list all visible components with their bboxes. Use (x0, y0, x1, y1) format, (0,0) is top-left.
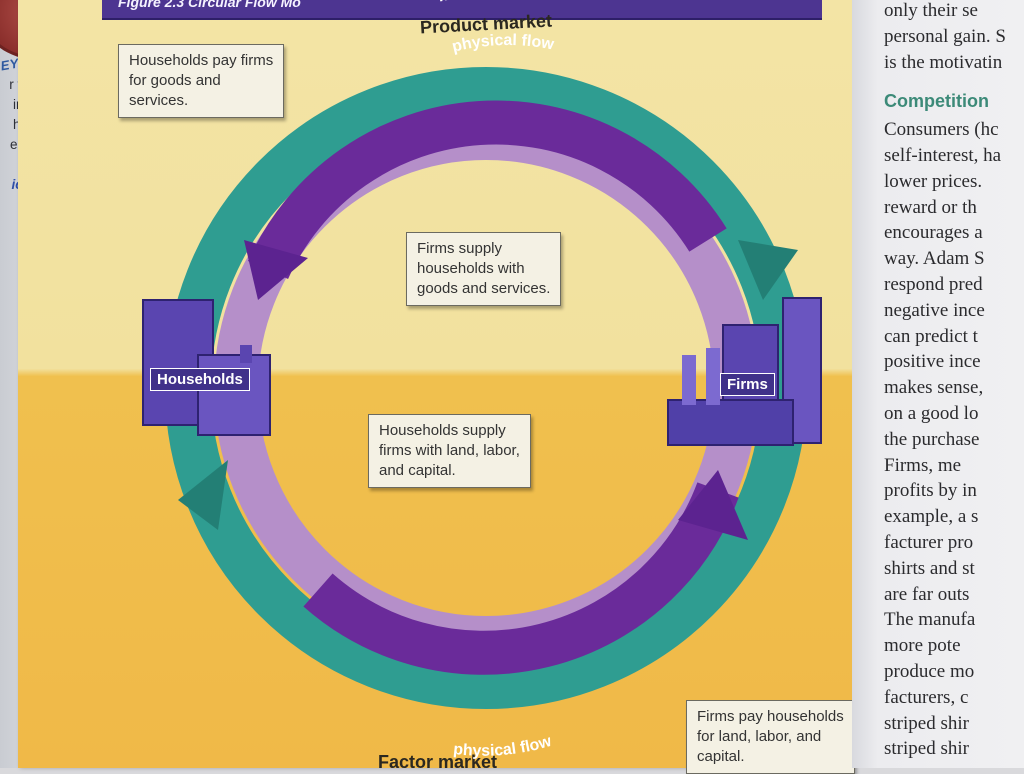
physical-flow-bottom-arc (303, 482, 739, 675)
callout-households-supply: Households supply firms with land, labor… (368, 414, 531, 488)
body-text: only their se personal gain. S is the mo… (884, 0, 1006, 762)
text-line: example, a s (884, 506, 979, 528)
callout-firms-pay: Firms pay households for land, labor, an… (686, 700, 855, 774)
text-line: self-interest, ha (884, 144, 1002, 166)
text-line: way. Adam S (884, 248, 985, 270)
flow-label-top-physical: physical flow (450, 32, 555, 56)
text-line: is the motivatin (884, 51, 1003, 73)
callout-line: Households pay firms (129, 52, 274, 69)
physical-flow-top-arc (247, 100, 727, 280)
factor-market-label: Factor market (378, 752, 498, 772)
firms-factory-icon (667, 297, 822, 446)
flow-label-top-monetary: monetary flow (437, 0, 550, 6)
text-line: are far outs (884, 583, 970, 605)
text-line: encourages a (884, 222, 983, 244)
text-line: makes sense, (884, 377, 984, 399)
text-line: striped shir (884, 712, 969, 734)
figure-header-bar (102, 0, 822, 20)
arrowhead-physical-top (244, 240, 308, 300)
callout-line: Firms pay households (697, 708, 844, 725)
text-line: shirts and st (884, 557, 975, 579)
arrowhead-physical-bottom (678, 470, 748, 540)
callout-line: for goods and (129, 72, 221, 89)
text-line: positive ince (884, 351, 981, 373)
callout-line: for land, labor, and (697, 728, 822, 745)
text-line: facturers, c (884, 686, 969, 708)
text-line: personal gain. S (884, 25, 1006, 47)
firms-label: Firms (720, 373, 775, 396)
flow-label-bottom-physical: physical flow (452, 733, 553, 760)
text-line: only their se (884, 0, 978, 21)
callout-firms-supply: Firms supply households with goods and s… (406, 232, 562, 306)
text-line: The manufa (884, 609, 976, 631)
callout-line: and capital. (379, 462, 456, 479)
households-building-icon (142, 299, 271, 436)
text-line: the purchase (884, 428, 980, 450)
households-label: Households (150, 368, 250, 391)
right-page: only their se personal gain. S is the mo… (852, 0, 1024, 768)
text-line: Firms, me (884, 454, 962, 476)
callout-line: Firms supply (417, 240, 503, 257)
circular-flow-figure: Figure 2.3 Circular Flow Mo Product mark… (18, 0, 855, 774)
callout-line: Households supply (379, 422, 506, 439)
callout-line: goods and services. (417, 280, 551, 297)
text-line: on a good lo (884, 402, 979, 424)
figure-title: Figure 2.3 Circular Flow Mo (118, 0, 301, 10)
text-line: lower prices. (884, 170, 983, 192)
arrowhead-monetary-bottom (178, 460, 228, 530)
callout-line: services. (129, 92, 189, 109)
callout-line: capital. (697, 748, 745, 765)
section-heading: Competition (884, 91, 989, 112)
text-line: produce mo (884, 660, 975, 682)
text-line: can predict t (884, 325, 978, 347)
text-line: profits by in (884, 480, 977, 502)
callout-line: households with (417, 260, 525, 277)
text-line: negative ince (884, 299, 985, 321)
text-line: reward or th (884, 196, 977, 218)
callout-line: firms with land, labor, (379, 442, 520, 459)
text-line: respond pred (884, 273, 983, 295)
arrowhead-monetary-top (738, 240, 798, 300)
text-line: striped shir (884, 738, 969, 760)
text-line: facturer pro (884, 531, 974, 553)
text-line: Consumers (hc (884, 119, 999, 141)
text-line: more pote (884, 635, 961, 657)
callout-households-pay: Households pay firms for goods and servi… (118, 44, 285, 118)
